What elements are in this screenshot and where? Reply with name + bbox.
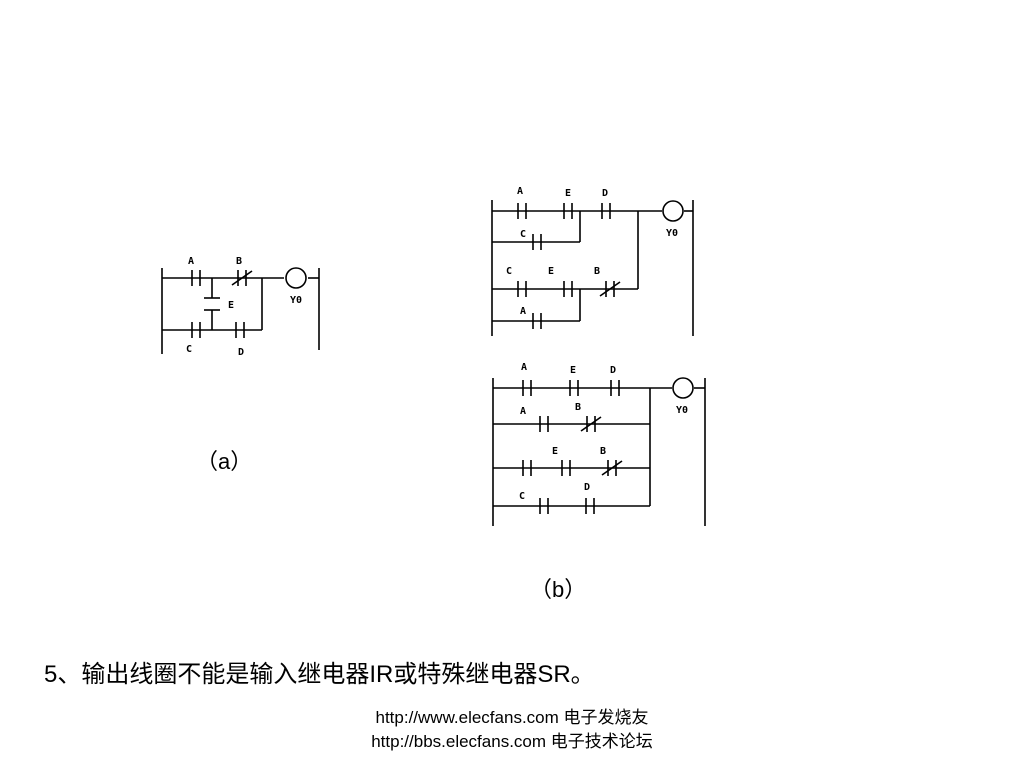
label-b: B [594,266,600,277]
label-a: A [188,256,194,267]
caption-a: （a） [196,449,253,474]
label-b: B [236,256,242,267]
coil-y0 [662,200,684,222]
label-a2: A [520,406,526,417]
label-b2: B [600,446,606,457]
coil-y0 [672,377,694,399]
label-e2: E [552,446,558,457]
ladder-diagram-a: A B E C D Y0 [161,256,320,358]
label-d1: D [610,365,616,376]
label-c: C [186,344,192,355]
label-e1: E [570,365,576,376]
rule-text: 5、输出线圈不能是输入继电器IR或特殊继电器SR。 [44,661,595,688]
label-d1: D [602,188,608,199]
label-b1: B [575,402,581,413]
label-c1: C [520,229,526,240]
label-a1: A [521,362,527,373]
label-coil: Y0 [676,405,688,416]
label-d2: D [584,482,590,493]
label-coil: Y0 [666,228,678,239]
label-e2: E [548,266,554,277]
contact-e-vertical [204,297,220,311]
label-c2: C [506,266,512,277]
label-a2: A [520,306,526,317]
label-d: D [238,347,244,358]
label-c: C [519,491,525,502]
label-coil: Y0 [290,295,302,306]
label-a1: A [517,186,523,197]
ladder-diagram-b2: A E D Y0 A B E B C D [492,362,706,526]
coil-y0 [285,267,307,289]
label-e: E [228,300,234,311]
footer-link-text[interactable]: http://www.elecfans.com 电子发烧友 http://bbs… [371,708,653,751]
ladder-diagram-b1: A E D Y0 C C E B A [491,186,694,336]
label-e1: E [565,188,571,199]
caption-b: （b） [530,577,587,602]
